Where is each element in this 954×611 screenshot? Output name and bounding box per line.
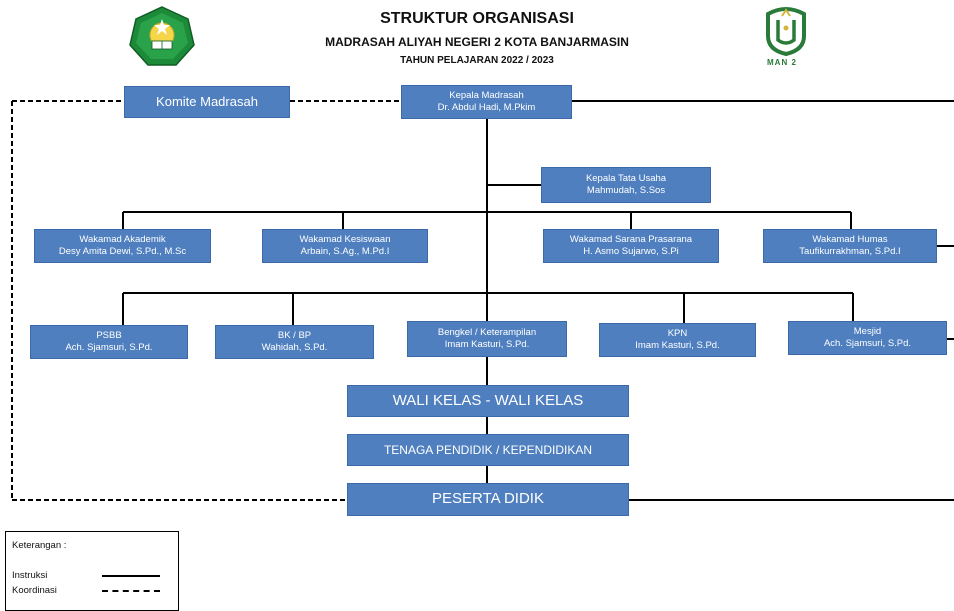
legend-koordinasi-label: Koordinasi bbox=[12, 585, 57, 596]
wakamad-sarpras-title: Wakamad Sarana Prasarana bbox=[569, 234, 693, 246]
bengkel-box: Bengkel / Keterampilan Imam Kasturi, S.P… bbox=[407, 321, 567, 357]
mesjid-name: Ach. Sjamsuri, S.Pd. bbox=[823, 338, 912, 349]
kpn-name: Imam Kasturi, S.Pd. bbox=[635, 340, 720, 351]
tata-usaha-name: Mahmudah, S.Sos bbox=[586, 185, 666, 196]
kpn-title: KPN bbox=[667, 328, 688, 340]
kepala-madrasah-name: Dr. Abdul Hadi, M.Pkim bbox=[437, 102, 536, 113]
psbb-title: PSBB bbox=[96, 330, 122, 342]
wakamad-akademik-box: Wakamad Akademik Desy Amita Dewi, S.Pd.,… bbox=[34, 229, 211, 263]
page-title: STRUKTUR ORGANISASI bbox=[380, 10, 574, 27]
peserta-didik-title: PESERTA DIDIK bbox=[432, 490, 544, 508]
mesjid-title: Mesjid bbox=[853, 326, 882, 338]
page-subtitle: MADRASAH ALIYAH NEGERI 2 KOTA BANJARMASI… bbox=[325, 35, 629, 49]
tenaga-pendidik-title: TENAGA PENDIDIK / KEPENDIDIKAN bbox=[383, 442, 593, 457]
kemenag-logo-icon bbox=[128, 5, 196, 67]
legend-dashed-line-icon bbox=[102, 590, 160, 592]
bengkel-name: Imam Kasturi, S.Pd. bbox=[444, 339, 530, 350]
peserta-didik-box: PESERTA DIDIK bbox=[347, 483, 629, 516]
legend-instruksi-label: Instruksi bbox=[12, 570, 48, 581]
kepala-madrasah-box: Kepala Madrasah Dr. Abdul Hadi, M.Pkim bbox=[401, 85, 572, 119]
komite-madrasah-box: Komite Madrasah bbox=[124, 86, 290, 118]
wakamad-humas-box: Wakamad Humas Taufikurrakhman, S.Pd.I bbox=[763, 229, 937, 263]
wakamad-kesiswaan-title: Wakamad Kesiswaan bbox=[299, 234, 391, 246]
kpn-box: KPN Imam Kasturi, S.Pd. bbox=[599, 323, 756, 357]
tenaga-pendidik-box: TENAGA PENDIDIK / KEPENDIDIKAN bbox=[347, 434, 629, 466]
wakamad-akademik-name: Desy Amita Dewi, S.Pd., M.Sc bbox=[58, 246, 187, 257]
wakamad-sarpras-box: Wakamad Sarana Prasarana H. Asmo Sujarwo… bbox=[543, 229, 719, 263]
wakamad-kesiswaan-box: Wakamad Kesiswaan Arbain, S.Ag., M.Pd.I bbox=[262, 229, 428, 263]
legend-solid-line-icon bbox=[102, 575, 160, 577]
bengkel-title: Bengkel / Keterampilan bbox=[437, 327, 537, 339]
man2-logo-icon bbox=[760, 6, 812, 58]
wakamad-akademik-title: Wakamad Akademik bbox=[79, 234, 166, 246]
kepala-madrasah-title: Kepala Madrasah bbox=[449, 90, 524, 102]
psbb-box: PSBB Ach. Sjamsuri, S.Pd. bbox=[30, 325, 188, 359]
wakamad-sarpras-name: H. Asmo Sujarwo, S.Pi bbox=[583, 246, 679, 257]
tata-usaha-box: Kepala Tata Usaha Mahmudah, S.Sos bbox=[541, 167, 711, 203]
mesjid-box: Mesjid Ach. Sjamsuri, S.Pd. bbox=[788, 321, 947, 355]
tata-usaha-title: Kepala Tata Usaha bbox=[585, 173, 667, 185]
bk-bp-title: BK / BP bbox=[277, 330, 312, 342]
wakamad-humas-title: Wakamad Humas bbox=[812, 234, 888, 246]
wali-kelas-box: WALI KELAS - WALI KELAS bbox=[347, 385, 629, 417]
psbb-name: Ach. Sjamsuri, S.Pd. bbox=[65, 342, 153, 353]
connector-lines bbox=[11, 100, 954, 501]
komite-madrasah-title: Komite Madrasah bbox=[156, 93, 258, 109]
legend-box: Keterangan : Instruksi Koordinasi bbox=[5, 531, 179, 611]
wakamad-humas-name: Taufikurrakhman, S.Pd.I bbox=[799, 246, 901, 257]
page-year: TAHUN PELAJARAN 2022 / 2023 bbox=[400, 55, 554, 66]
man2-logo-text: MAN 2 bbox=[767, 58, 797, 67]
legend-title: Keterangan : bbox=[12, 540, 67, 551]
bk-bp-box: BK / BP Wahidah, S.Pd. bbox=[215, 325, 374, 359]
wakamad-kesiswaan-name: Arbain, S.Ag., M.Pd.I bbox=[300, 246, 390, 257]
wali-kelas-title: WALI KELAS - WALI KELAS bbox=[392, 391, 584, 409]
bk-bp-name: Wahidah, S.Pd. bbox=[261, 342, 328, 353]
